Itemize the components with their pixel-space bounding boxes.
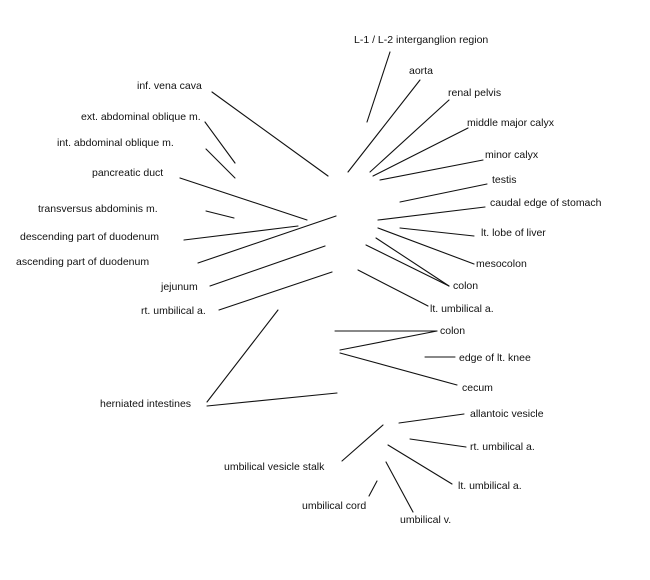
leader-umbilical-v xyxy=(385,461,414,513)
leader-descending-duodenum xyxy=(183,225,299,241)
label-pancreatic-duct: pancreatic duct xyxy=(92,167,164,179)
label-cecum: cecum xyxy=(462,382,493,394)
label-umbilical-v: umbilical v. xyxy=(400,514,452,526)
leader-caudal-edge-of-stomach xyxy=(377,206,486,221)
label-testis: testis xyxy=(492,174,517,186)
leader-testis xyxy=(399,183,488,203)
label-ascending-part-of-duodenum: ascending part of duodenum xyxy=(16,256,150,268)
label-lt-umbilical-a-upper: lt. umbilical a. xyxy=(430,303,494,315)
leader-lt-umbilical-a-upper xyxy=(357,269,429,307)
label-jejunum: jejunum xyxy=(161,281,198,293)
label-minor-calyx: minor calyx xyxy=(485,149,539,161)
label-renal-pelvis: renal pelvis xyxy=(448,87,502,99)
leader-herniated-b xyxy=(206,392,338,407)
label-lt-lobe-of-liver: lt. lobe of liver xyxy=(481,227,546,239)
label-descending-part-of-duodenum: descending part of duodenum xyxy=(20,231,159,243)
label-rt-umbilical-a-upper: rt. umbilical a. xyxy=(141,305,206,317)
leader-umbilical-vesicle-stalk xyxy=(341,424,384,462)
label-rt-umbilical-a-lower: rt. umbilical a. xyxy=(470,441,535,453)
leader-colon-lower-b xyxy=(339,330,438,351)
leader-ext-abdominal-oblique xyxy=(204,121,236,164)
leader-colon-upper-a xyxy=(375,237,450,287)
leader-minor-calyx xyxy=(379,159,484,181)
label-inf-vena-cava: inf. vena cava xyxy=(137,80,202,92)
label-colon-upper: colon xyxy=(453,280,479,292)
label-umbilical-cord: umbilical cord xyxy=(302,500,367,512)
leader-herniated-a xyxy=(206,309,279,403)
leader-mesocolon xyxy=(377,227,475,265)
label-int-abdominal-oblique: int. abdominal oblique m. xyxy=(57,137,174,149)
leader-rt-umbilical-a-upper xyxy=(218,271,333,311)
label-transversus-abdominis: transversus abdominis m. xyxy=(38,203,158,215)
leader-renal-pelvis xyxy=(369,99,450,173)
leader-cecum xyxy=(339,352,458,386)
label-allantoic-vesicle: allantoic vesicle xyxy=(470,408,544,420)
leader-int-abdominal-oblique xyxy=(205,148,236,179)
leader-rt-umbilical-a-lower xyxy=(409,438,467,448)
label-herniated-intestines: herniated intestines xyxy=(100,398,192,410)
leader-middle-major-calyx xyxy=(372,127,469,177)
label-l1-l2-interganglion: L-1 / L-2 interganglion region xyxy=(354,34,489,46)
leader-allantoic-vesicle xyxy=(398,413,465,424)
label-aorta: aorta xyxy=(409,65,433,77)
label-caudal-edge-of-stomach: caudal edge of stomach xyxy=(490,197,602,209)
leader-lt-lobe-of-liver xyxy=(399,227,475,237)
label-lt-umbilical-a-lower: lt. umbilical a. xyxy=(458,480,522,492)
leader-lt-umbilical-a-lower xyxy=(387,444,453,485)
leader-aorta xyxy=(347,79,421,173)
label-ext-abdominal-oblique: ext. abdominal oblique m. xyxy=(81,111,201,123)
leader-inf-vena-cava xyxy=(211,91,329,177)
leader-pancreatic-duct xyxy=(179,177,308,221)
label-mesocolon: mesocolon xyxy=(476,258,527,270)
leader-ascending-duodenum xyxy=(197,215,337,264)
leader-transversus-abdominis xyxy=(205,210,235,219)
leader-jejunum xyxy=(209,245,326,287)
label-umbilical-vesicle-stalk: umbilical vesicle stalk xyxy=(224,461,325,473)
leader-l1-l2 xyxy=(366,51,391,123)
leader-umbilical-cord xyxy=(368,480,378,497)
label-colon-lower: colon xyxy=(440,325,466,337)
label-middle-major-calyx: middle major calyx xyxy=(467,117,554,129)
leader-colon-upper-b xyxy=(365,244,450,287)
label-edge-of-lt-knee: edge of lt. knee xyxy=(459,352,531,364)
